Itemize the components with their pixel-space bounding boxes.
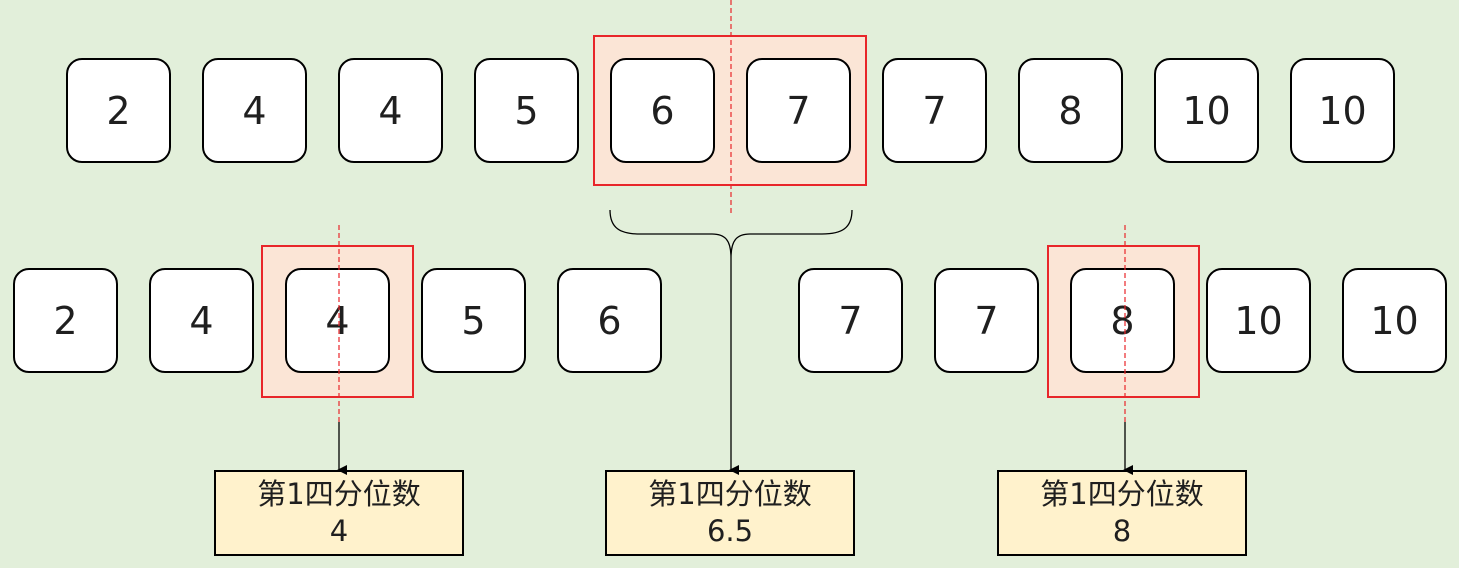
lower-half-card-3: 4	[285, 268, 390, 373]
result-label-left: 第1四分位数	[257, 477, 421, 511]
full-row-card-8: 8	[1018, 58, 1123, 163]
full-row-card-9: 10	[1154, 58, 1259, 163]
full-row-card-10: 10	[1290, 58, 1395, 163]
upper-half-card-2: 7	[934, 268, 1039, 373]
result-label-center: 第1四分位数	[648, 477, 812, 511]
result-label-right: 第1四分位数	[1040, 477, 1204, 511]
result-box-left: 第1四分位数 4	[214, 470, 464, 556]
lower-half-card-5: 6	[557, 268, 662, 373]
lower-half-card-1: 2	[13, 268, 118, 373]
full-row-card-6: 7	[746, 58, 851, 163]
upper-half-card-4: 10	[1206, 268, 1311, 373]
lower-half-card-2: 4	[149, 268, 254, 373]
result-value-left: 4	[329, 514, 349, 548]
result-value-center: 6.5	[706, 514, 754, 548]
upper-half-card-1: 7	[798, 268, 903, 373]
result-value-right: 8	[1112, 514, 1132, 548]
result-box-center: 第1四分位数 6.5	[605, 470, 855, 556]
full-row-card-5: 6	[610, 58, 715, 163]
full-row-card-1: 2	[66, 58, 171, 163]
result-box-right: 第1四分位数 8	[997, 470, 1247, 556]
upper-half-card-3: 8	[1070, 268, 1175, 373]
median-brace	[609, 209, 853, 259]
full-row-card-7: 7	[882, 58, 987, 163]
upper-half-card-5: 10	[1342, 268, 1447, 373]
full-row-card-4: 5	[474, 58, 579, 163]
full-row-card-2: 4	[202, 58, 307, 163]
full-row-card-3: 4	[338, 58, 443, 163]
lower-half-card-4: 5	[421, 268, 526, 373]
